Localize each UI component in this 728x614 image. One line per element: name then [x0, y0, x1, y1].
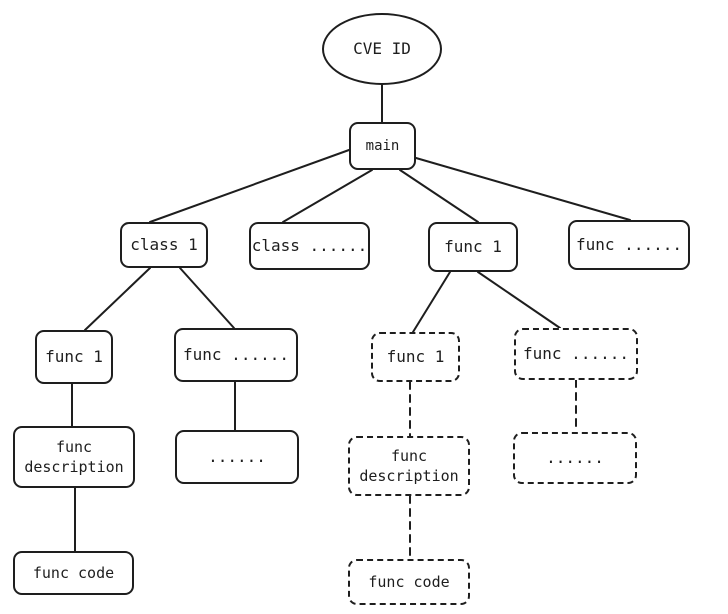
main-node: main [349, 122, 416, 170]
class1-node: class 1 [120, 222, 208, 268]
edge-class1-func-more [179, 267, 235, 329]
right-func-code-node: func code [348, 559, 470, 605]
edge-main-class-more [282, 169, 373, 223]
left-func-more-node: func ...... [174, 328, 298, 382]
func1-node: func 1 [428, 222, 518, 272]
class-more-node: class ...... [249, 222, 370, 270]
right-more-node: ...... [513, 432, 637, 484]
edge-main-func-more [415, 157, 631, 221]
right-func-description-node: func description [348, 436, 470, 496]
edge-main-class1 [149, 149, 350, 223]
edge-class1-func1 [84, 267, 151, 331]
left-func-code-node: func code [13, 551, 134, 595]
edge-func1-dashed-func1 [412, 271, 451, 333]
edge-main-func1 [399, 169, 479, 223]
edge-func1-dashed-func-more [477, 271, 561, 329]
left-func-description-node: func description [13, 426, 135, 488]
cve-id-node: CVE ID [322, 13, 442, 85]
func-more-node: func ...... [568, 220, 690, 270]
right-func1-node: func 1 [371, 332, 460, 382]
left-func1-node: func 1 [35, 330, 113, 384]
left-more-node: ...... [175, 430, 299, 484]
right-func-more-node: func ...... [514, 328, 638, 380]
